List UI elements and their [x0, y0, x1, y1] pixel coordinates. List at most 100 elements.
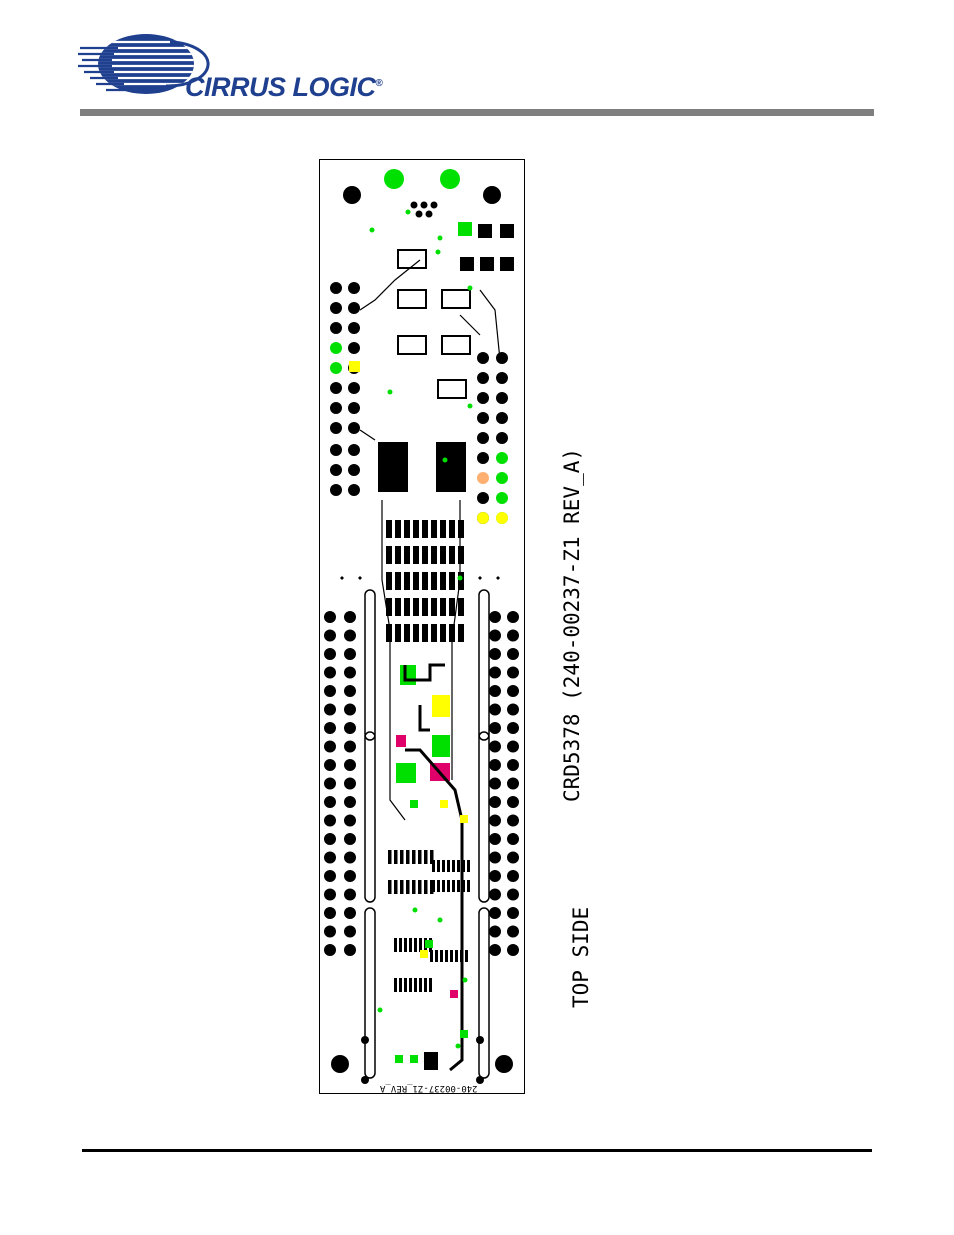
small-pad [395, 1055, 403, 1063]
header-pin [330, 342, 342, 354]
header-pin [330, 484, 342, 496]
ic-pin [394, 938, 397, 952]
header-pin [344, 759, 356, 771]
ic-outline [437, 379, 467, 399]
resistor-pad [458, 572, 464, 590]
header-pin [496, 392, 508, 404]
resistor-pad [431, 624, 437, 642]
header-pin [496, 512, 508, 524]
square-pad [424, 1052, 438, 1070]
header-pin [489, 814, 501, 827]
ic-pin [460, 950, 463, 962]
mounting-hole [343, 186, 361, 204]
side-label: TOP SIDE [569, 906, 593, 1008]
header-pin [344, 925, 356, 938]
header-pin [348, 382, 360, 394]
ic-pin [399, 938, 402, 952]
resistor-pad [440, 572, 446, 590]
resistor-pad [431, 546, 437, 564]
resistor-pad [386, 546, 392, 564]
header-pin [324, 629, 336, 642]
ic-outline [441, 289, 471, 309]
header-pin [348, 402, 360, 414]
pin-hole [361, 1036, 369, 1044]
header-pin [477, 432, 489, 444]
header-pin [489, 722, 501, 734]
via-green [412, 907, 418, 913]
resistor-pad [413, 546, 419, 564]
header-pin [477, 472, 489, 484]
ic-outline [397, 289, 427, 309]
ic-pin [404, 938, 407, 952]
header-pin [489, 685, 501, 697]
header-pin [507, 925, 519, 938]
header-pin [496, 352, 508, 364]
ic-pin [424, 850, 428, 864]
ic-pin [462, 860, 465, 872]
header-pin [344, 888, 356, 901]
via-green [405, 209, 411, 215]
ic-pin [450, 950, 453, 962]
via [410, 201, 418, 209]
header-pin [507, 666, 519, 679]
small-pad [420, 950, 428, 958]
ic-chip [436, 442, 466, 492]
via-green [435, 249, 441, 255]
ic-pin [455, 950, 458, 962]
header-pin [507, 722, 519, 734]
header-pin [489, 833, 501, 845]
pad-green [432, 735, 450, 757]
ic-pin [445, 950, 448, 962]
connector-slot [364, 589, 376, 741]
square-pad [460, 257, 474, 271]
resistor-pad [422, 598, 428, 616]
via [430, 201, 438, 209]
header-pin [477, 352, 489, 364]
resistor-pad [413, 624, 419, 642]
board-silkscreen-label: 240-00237-Z1_REV_A [380, 1083, 478, 1093]
header-pin [324, 740, 336, 753]
header-pin [344, 944, 356, 956]
trace [381, 500, 461, 821]
connector-slot [478, 731, 490, 903]
resistor-pad [413, 520, 419, 538]
resistor-pad [458, 520, 464, 538]
header-pin [330, 422, 342, 434]
resistor-pad [386, 624, 392, 642]
ic-outline [397, 335, 427, 355]
ic-pin [465, 950, 468, 962]
via-green [377, 1007, 383, 1013]
header-pin [496, 492, 508, 504]
resistor-pad [386, 598, 392, 616]
ic-pin [409, 978, 412, 992]
footer-rule [82, 1149, 872, 1152]
header-pin [324, 833, 336, 845]
resistor-pad [404, 598, 410, 616]
header-pin [348, 302, 360, 314]
header-pin [344, 740, 356, 753]
resistor-pad [395, 546, 401, 564]
header-pin [489, 611, 501, 623]
resistor-pad [386, 572, 392, 590]
header-pin [344, 722, 356, 734]
header-pin [324, 759, 336, 771]
header-pin [344, 611, 356, 623]
pad-green [396, 763, 416, 783]
ic-pin [424, 978, 427, 992]
small-pad [410, 800, 418, 808]
header-pin [507, 611, 519, 623]
square-pad [458, 222, 472, 236]
resistor-pad [404, 546, 410, 564]
header-pin [507, 833, 519, 845]
header-pin [344, 814, 356, 827]
header-pin [330, 322, 342, 334]
pcb-artwork [324, 169, 519, 1084]
trace [359, 259, 501, 441]
header-pin [507, 907, 519, 919]
ic-pin [430, 850, 434, 864]
cirrus-logic-logo [78, 28, 378, 104]
ic-pin [437, 860, 440, 872]
resistor-pad [395, 572, 401, 590]
ic-pin [388, 880, 392, 894]
logo-swirl-icon [78, 34, 210, 94]
